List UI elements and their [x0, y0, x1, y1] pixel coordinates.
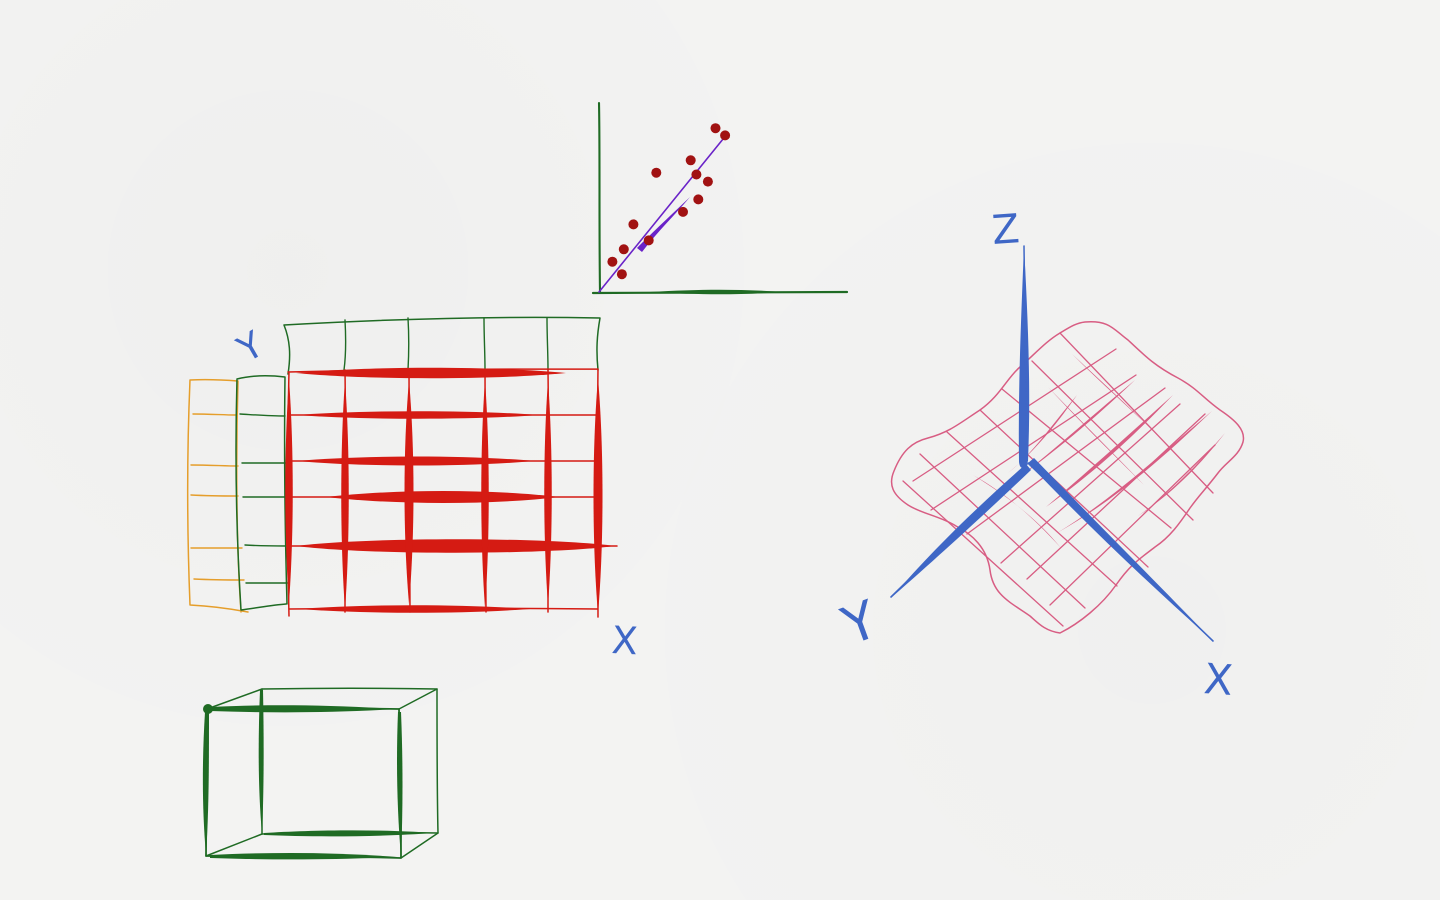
red-grid-thick-column	[341, 380, 349, 610]
scatter-y-axis	[597, 101, 602, 294]
green-top-slice-outline	[283, 316, 601, 375]
scatter-point	[618, 244, 629, 255]
surface-grid-line	[1026, 413, 1206, 580]
surface-x-axis	[1028, 458, 1213, 641]
red-grid-thick-column	[481, 380, 489, 608]
surface-y-axis-thin	[890, 463, 1028, 598]
cuboid-corner-dot	[203, 704, 213, 714]
surface-grid-line	[1059, 332, 1214, 494]
surface-grid-line	[979, 409, 1149, 568]
scatter-point	[693, 194, 704, 205]
scatter-point	[607, 256, 618, 267]
surface-pink-outline	[890, 321, 1245, 634]
cuboid-front-right-edge	[397, 712, 403, 857]
surface-y-axis	[892, 464, 1031, 597]
scatter-point	[678, 206, 688, 217]
scatter-point	[685, 155, 696, 166]
scatter-point	[628, 219, 639, 230]
surface-grid	[902, 332, 1225, 627]
surface-x-axis-thin	[1027, 462, 1214, 642]
surface-thick-grid-stroke	[1138, 433, 1225, 516]
surface-grid-line	[930, 374, 1137, 511]
surface-grid-line	[1001, 388, 1172, 529]
scatter-point	[702, 176, 713, 187]
surface-plot-sketch: Z Y X	[834, 206, 1245, 705]
green-back-slice-rows	[239, 413, 288, 584]
cuboid-front-top-thick	[210, 705, 398, 713]
orange-slice-rows	[190, 413, 245, 581]
surface-grid-line	[966, 387, 1166, 535]
regression-line-thick	[637, 197, 690, 252]
regression-line	[598, 138, 724, 293]
surface-grid-line	[1031, 360, 1194, 521]
scatter-point	[691, 169, 702, 180]
surface-x-axis-label: X	[1202, 654, 1234, 705]
tensor-x-axis-label: X	[611, 618, 639, 663]
green-cuboid-sketch	[202, 687, 439, 860]
scatter-point	[651, 167, 662, 178]
scatter-point	[643, 235, 654, 246]
surface-y-axis-label: Y	[834, 590, 886, 658]
tensor-grid-sketch: Y X	[187, 316, 639, 663]
scatter-point	[710, 123, 721, 134]
surface-thick-grid-stroke	[1048, 387, 1145, 486]
red-grid-thick-row	[296, 367, 566, 379]
red-grid-thick-row	[296, 539, 615, 553]
red-grid-thick-row	[298, 605, 530, 613]
red-grid-thick-column	[404, 380, 414, 604]
red-grid-thick-column	[544, 380, 552, 606]
red-grid-thick-row	[326, 491, 560, 503]
cuboid-left-thick	[202, 712, 209, 855]
scatter-points	[607, 123, 731, 280]
regression-line-thin	[598, 138, 724, 293]
red-grid-thick-column	[285, 379, 293, 603]
scatter-plot-sketch	[591, 101, 849, 295]
scatter-point	[720, 130, 731, 141]
cuboid-back-bottom-thick	[264, 830, 433, 837]
scatter-point	[616, 269, 627, 280]
surface-grid-line	[1049, 444, 1216, 606]
red-grid-thick-column	[593, 378, 603, 614]
red-main-grid	[285, 367, 618, 618]
surface-grid-line	[946, 431, 1118, 587]
surface-z-axis-thin	[1023, 245, 1028, 462]
cuboid-depth-edges	[205, 688, 439, 859]
red-grid-thick-row	[296, 456, 535, 466]
surface-thick-grid-stroke	[1072, 354, 1163, 441]
surface-grid-line	[902, 480, 1064, 627]
surface-grid-line	[912, 348, 1117, 482]
scatter-x-axis-thick-stroke	[650, 289, 785, 295]
green-back-slice-outline	[235, 374, 288, 611]
cuboid-front-bottom-thick	[210, 852, 397, 860]
red-grid-thick-row	[296, 411, 540, 419]
surface-z-axis-label: Z	[990, 206, 1021, 254]
surface-grid-line	[919, 453, 1086, 609]
green-top-slice-columns	[343, 317, 549, 371]
cuboid-back-left-thick	[258, 690, 264, 834]
surface-grid-line	[1000, 403, 1181, 564]
tensor-y-axis-label: Y	[230, 324, 271, 372]
